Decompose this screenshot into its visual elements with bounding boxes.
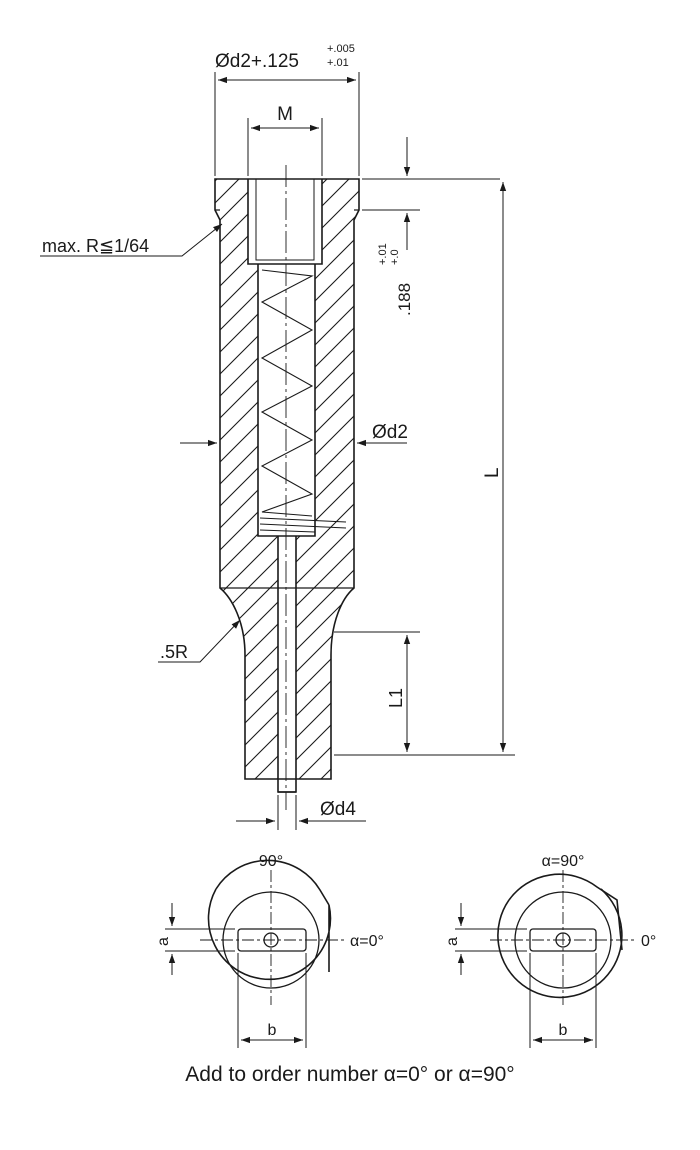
outer-profile (214, 178, 360, 780)
step-radius-label: .5R (160, 642, 188, 662)
spring-bore (257, 264, 316, 537)
head-diameter-label: Ød2+.125 (215, 51, 299, 72)
spring (259, 269, 347, 533)
dimensions (40, 72, 515, 830)
head-height-label: .188 (395, 283, 414, 316)
right-dim-a: a (444, 937, 461, 946)
body-diameter-label: Ød2 (372, 422, 408, 443)
pin-diameter-label: Ød4 (320, 799, 356, 820)
right-right-angle: 0° (641, 933, 656, 950)
left-top-angle: 90° (259, 853, 283, 870)
head-tol-lower: +.01 (327, 57, 349, 69)
right-dim-b: b (559, 1022, 568, 1039)
side-view-labels: Ød2+.125 +.005 +.01 M max. R≦1/64 .188 +… (42, 43, 503, 820)
pin-bore (277, 536, 297, 793)
section-hatching (215, 179, 359, 779)
pin-outline (214, 178, 360, 793)
head-tol-upper: +.005 (327, 43, 355, 55)
length-label: L (482, 467, 503, 478)
radius-max-label: max. R≦1/64 (42, 236, 149, 256)
right-top-angle: α=90° (542, 853, 585, 870)
head-height-tol-upper: +.01 (377, 243, 389, 265)
order-note-caption: Add to order number α=0° or α=90° (185, 1063, 515, 1086)
head-height-tol-lower: +.0 (389, 249, 401, 265)
threaded-bore (247, 179, 323, 265)
left-dim-a: a (155, 937, 172, 946)
thread-label: M (277, 104, 293, 125)
left-dim-b: b (268, 1022, 277, 1039)
left-right-angle: α=0° (350, 933, 384, 950)
tip-length-label: L1 (386, 688, 406, 708)
end-view-right: α=90° 0° a b (444, 853, 656, 1048)
end-view-left: 90° α=0° a b (155, 853, 384, 1048)
